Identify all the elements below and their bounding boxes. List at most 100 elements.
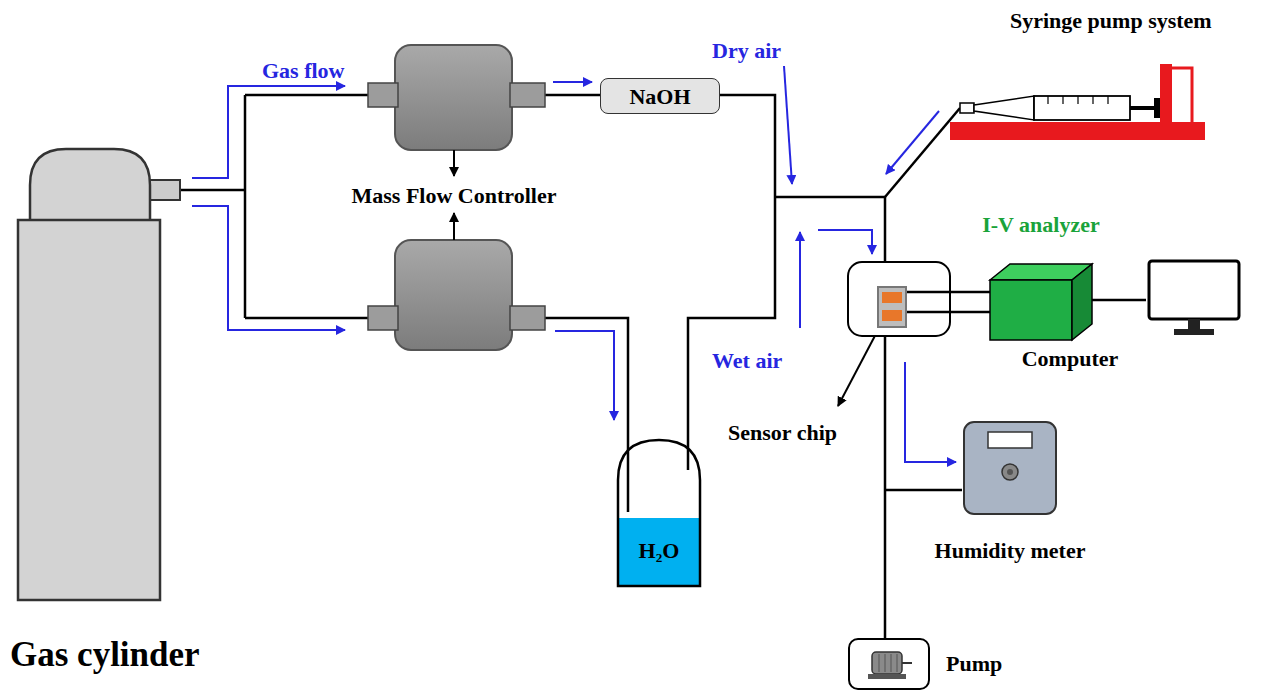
flow-label: Wet air [712,348,812,373]
flow-arrow [553,81,592,83]
iv-analyzer-shape [990,280,1072,340]
mass-flow-controller [395,45,512,150]
computer-shape [1146,258,1242,338]
gas-cylinder-shape [10,145,260,685]
pump-shape [850,640,928,688]
humidity-meter-shape [1002,464,1018,480]
flow-label: Dry air [712,38,812,63]
gas-pipe [688,95,775,470]
syringe-pump-shape [950,122,1205,140]
part-label: Sensor chip [728,420,888,445]
flow-arrow [799,232,801,328]
part-label-holder: Sensor chip [728,420,888,445]
signal-cable [1092,299,1146,302]
computer-shape [1188,319,1200,329]
iv-analyzer: I-V analyzer [990,262,1092,340]
test-chamber [878,287,906,327]
gas-pipe [245,317,368,320]
flow-arrow [886,111,939,174]
water-bubbler-shape [618,440,700,586]
flow-label-holder: Gas flow [262,58,402,83]
gas-pipe [775,197,885,262]
part-label-holder: Mass Flow Controller [254,183,654,208]
syringe-pump-shape [1172,68,1192,122]
mass-flow-controller [510,306,545,330]
gas-pipe [884,336,887,638]
syringe-pump: Syringe pump system [948,60,1208,142]
mass-flow-controller [368,306,398,330]
syringe-pump-shape [1160,64,1172,122]
gas-pipe [885,108,960,197]
cylinder-valve [150,180,180,200]
flow-arrow [818,230,872,254]
humidity-meter-shape [988,432,1032,448]
node-label: Pump [946,651,1002,676]
flow-arrow [192,86,345,178]
computer-shape [1174,329,1214,335]
syringe-pump-shape [1048,96,1108,104]
humidity-meter: Humidity meter [962,420,1058,516]
iv-analyzer-shape [990,262,1092,340]
gas-pipe [885,489,962,492]
pump-shape [879,654,897,672]
mass-flow-controller [368,240,545,350]
flow-arrow [555,331,614,420]
gas-pipe [545,318,628,512]
syringe-pump-shape [1130,106,1154,110]
test-chamber [848,262,990,336]
node-label: Computer [870,346,1270,371]
node-label: Humidity meter [810,538,1210,563]
syringe-pump-shape [1034,96,1130,120]
pointer-arrow [838,330,878,406]
flow-arrow [784,66,792,184]
node-label: Syringe pump system [1010,8,1212,33]
syringe-pump-shape [1154,98,1160,118]
node-label: I-V analyzer [841,212,1241,237]
flow-label-holder: Wet air [712,348,812,373]
computer-shape [1149,261,1239,319]
iv-analyzer-shape [1072,264,1092,340]
gas-pipe [245,94,368,97]
syringe-pump-shape [974,96,1034,120]
mass-flow-controller [368,45,545,150]
gas-pipe [180,95,962,638]
pointer-arrow [453,150,455,176]
pump-shape [872,652,902,674]
mass-flow-controller [368,83,398,107]
mass-flow-controller [395,240,512,350]
pointer-arrow [453,213,455,240]
gas-cylinder: Gas cylinder [10,145,260,685]
node-label: H₂O [459,538,859,563]
part-label: Mass Flow Controller [254,183,654,208]
water-bubbler-shape [614,440,704,588]
mass-flow-controller [510,83,545,107]
pump: Pump [848,638,930,690]
syringe-pump-shape [948,60,1208,142]
computer: Computer [1146,258,1242,338]
humidity-meter-shape [1007,469,1013,475]
flow-arrow [192,66,956,462]
gas-pipe [545,94,600,97]
gas-cylinder-shape [30,149,150,223]
test-chamber [882,310,902,321]
flow-label-holder: Dry air [712,38,812,63]
test-chamber [848,262,950,336]
node-label: NaOH [629,84,690,109]
gas-pipe [244,95,247,318]
humidity-meter-shape [964,422,1056,514]
water-bubbler: H₂O [614,440,704,588]
naoh-trap: NaOH [600,78,720,114]
node-label: Gas cylinder [10,635,200,675]
syringe-pump-shape [960,103,974,113]
gas-cylinder-shape [18,220,160,600]
gas-pipe [180,189,245,192]
humidity-meter-shape [962,420,1058,516]
test-chamber [906,292,990,312]
flow-arrow [905,362,956,462]
pump-shape [868,674,906,679]
test-chamber [882,292,902,303]
pump-shape [902,662,912,664]
flow-arrow [192,206,345,330]
flow-label: Gas flow [262,58,402,83]
